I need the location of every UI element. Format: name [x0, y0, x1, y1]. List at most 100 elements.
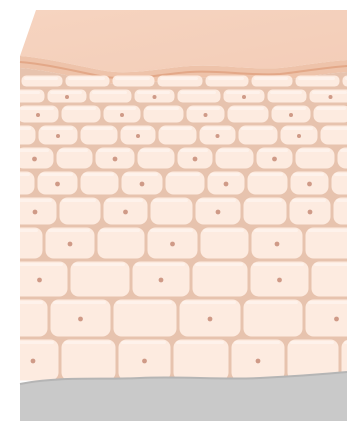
- skin-cell-highlight: [53, 301, 106, 304]
- skin-cell-highlight: [180, 91, 216, 94]
- cell-nucleus: [256, 359, 261, 364]
- skin-cell-highlight: [234, 341, 280, 344]
- skin-cell: [306, 300, 347, 337]
- skin-cell-highlight: [168, 173, 200, 176]
- skin-cell-highlight: [50, 91, 82, 94]
- skin-cell-highlight: [124, 173, 158, 176]
- skin-cell-highlight: [135, 263, 185, 266]
- skin-cell-highlight: [10, 341, 54, 344]
- skin-cell-highlight: [20, 107, 54, 110]
- skin-cell-highlight: [62, 199, 96, 202]
- cell-nucleus: [307, 182, 312, 187]
- skin-cell-highlight: [100, 229, 140, 232]
- skin-cell: [193, 262, 248, 297]
- skin-cell-highlight: [121, 341, 166, 344]
- skin-cell-highlight: [246, 301, 298, 304]
- skin-cell: [306, 228, 347, 259]
- cell-nucleus: [208, 317, 213, 322]
- skin-cell-highlight: [48, 229, 90, 232]
- skin-cell-highlight: [98, 149, 130, 152]
- skin-cell-highlight: [254, 229, 298, 232]
- skin-cell-highlight: [230, 107, 264, 110]
- skin-cell-highlight: [106, 199, 143, 202]
- skin-cell-highlight: [241, 127, 273, 130]
- skin-cell-highlight: [6, 91, 40, 94]
- cell-nucleus: [193, 157, 198, 162]
- skin-cell: [0, 300, 48, 337]
- skin-cell-highlight: [340, 149, 347, 152]
- cell-nucleus: [329, 95, 333, 99]
- skin-cell-highlight: [292, 199, 326, 202]
- skin-cell: [201, 228, 249, 259]
- skin-cell-highlight: [270, 91, 302, 94]
- cell-nucleus: [153, 95, 157, 99]
- skin-cell-highlight: [137, 91, 170, 94]
- cell-nucleus: [33, 210, 38, 215]
- skin-cell-highlight: [195, 263, 243, 266]
- cell-nucleus: [136, 134, 140, 138]
- skin-cell-highlight: [73, 263, 125, 266]
- skin-cell-highlight: [283, 127, 313, 130]
- skin-cell-highlight: [246, 199, 282, 202]
- cell-nucleus: [277, 278, 282, 283]
- cell-nucleus: [120, 113, 124, 117]
- skin-cell-highlight: [92, 91, 127, 94]
- skin-cell-highlight: [259, 149, 288, 152]
- cell-nucleus: [65, 95, 69, 99]
- skin-cell-highlight: [16, 199, 52, 202]
- skin-cell-highlight: [0, 301, 43, 304]
- skin-cell-highlight: [336, 199, 347, 202]
- skin-cell: [174, 340, 229, 381]
- skin-cell-highlight: [150, 229, 193, 232]
- skin-cell-highlight: [116, 301, 172, 304]
- skin-cell-highlight: [293, 173, 324, 176]
- skin-cell-highlight: [41, 127, 73, 130]
- skin-cell-highlight: [64, 341, 111, 344]
- cell-nucleus: [170, 242, 175, 247]
- skin-cell-highlight: [250, 173, 283, 176]
- skin-cell-highlight: [210, 173, 240, 176]
- skin-cell: [312, 262, 347, 297]
- skin-cell-highlight: [18, 149, 49, 152]
- skin-cell: [98, 228, 145, 259]
- skin-cell-highlight: [182, 301, 236, 304]
- skin-cell-highlight: [176, 341, 224, 344]
- cell-nucleus: [224, 182, 229, 187]
- skin-cell-highlight: [334, 173, 347, 176]
- skin-cell-highlight: [316, 107, 346, 110]
- skin-cell-highlight: [208, 77, 244, 80]
- skin-cell: [71, 262, 130, 297]
- skin-cell: [244, 300, 303, 337]
- skin-cell-highlight: [198, 199, 236, 202]
- skin-cell-highlight: [59, 149, 88, 152]
- cell-nucleus: [216, 134, 220, 138]
- skin-cell-highlight: [253, 263, 304, 266]
- skin-cell-highlight: [83, 127, 113, 130]
- cell-nucleus: [31, 359, 36, 364]
- skin-cell-highlight: [14, 263, 63, 266]
- cell-nucleus: [242, 95, 246, 99]
- cell-nucleus: [216, 210, 221, 215]
- skin-cell-highlight: [254, 77, 288, 80]
- cell-nucleus: [289, 113, 293, 117]
- cell-nucleus: [56, 134, 60, 138]
- skin-cell-highlight: [323, 127, 347, 130]
- skin-cell-highlight: [2, 127, 31, 130]
- cell-nucleus: [32, 157, 37, 162]
- skin-cell-highlight: [226, 91, 260, 94]
- cell-nucleus: [78, 317, 83, 322]
- skin-cell-highlight: [308, 301, 347, 304]
- skin-cell-highlight: [314, 263, 347, 266]
- cell-nucleus: [142, 359, 147, 364]
- skin-cell-highlight: [115, 77, 150, 80]
- cell-nucleus: [204, 113, 208, 117]
- skin-cell-highlight: [189, 107, 220, 110]
- skin-cell-highlight: [24, 77, 58, 80]
- cell-nucleus: [36, 113, 40, 117]
- cell-nucleus: [37, 278, 42, 283]
- skin-cell-highlight: [298, 77, 335, 80]
- cell-nucleus: [275, 242, 280, 247]
- skin-cell-highlight: [218, 149, 249, 152]
